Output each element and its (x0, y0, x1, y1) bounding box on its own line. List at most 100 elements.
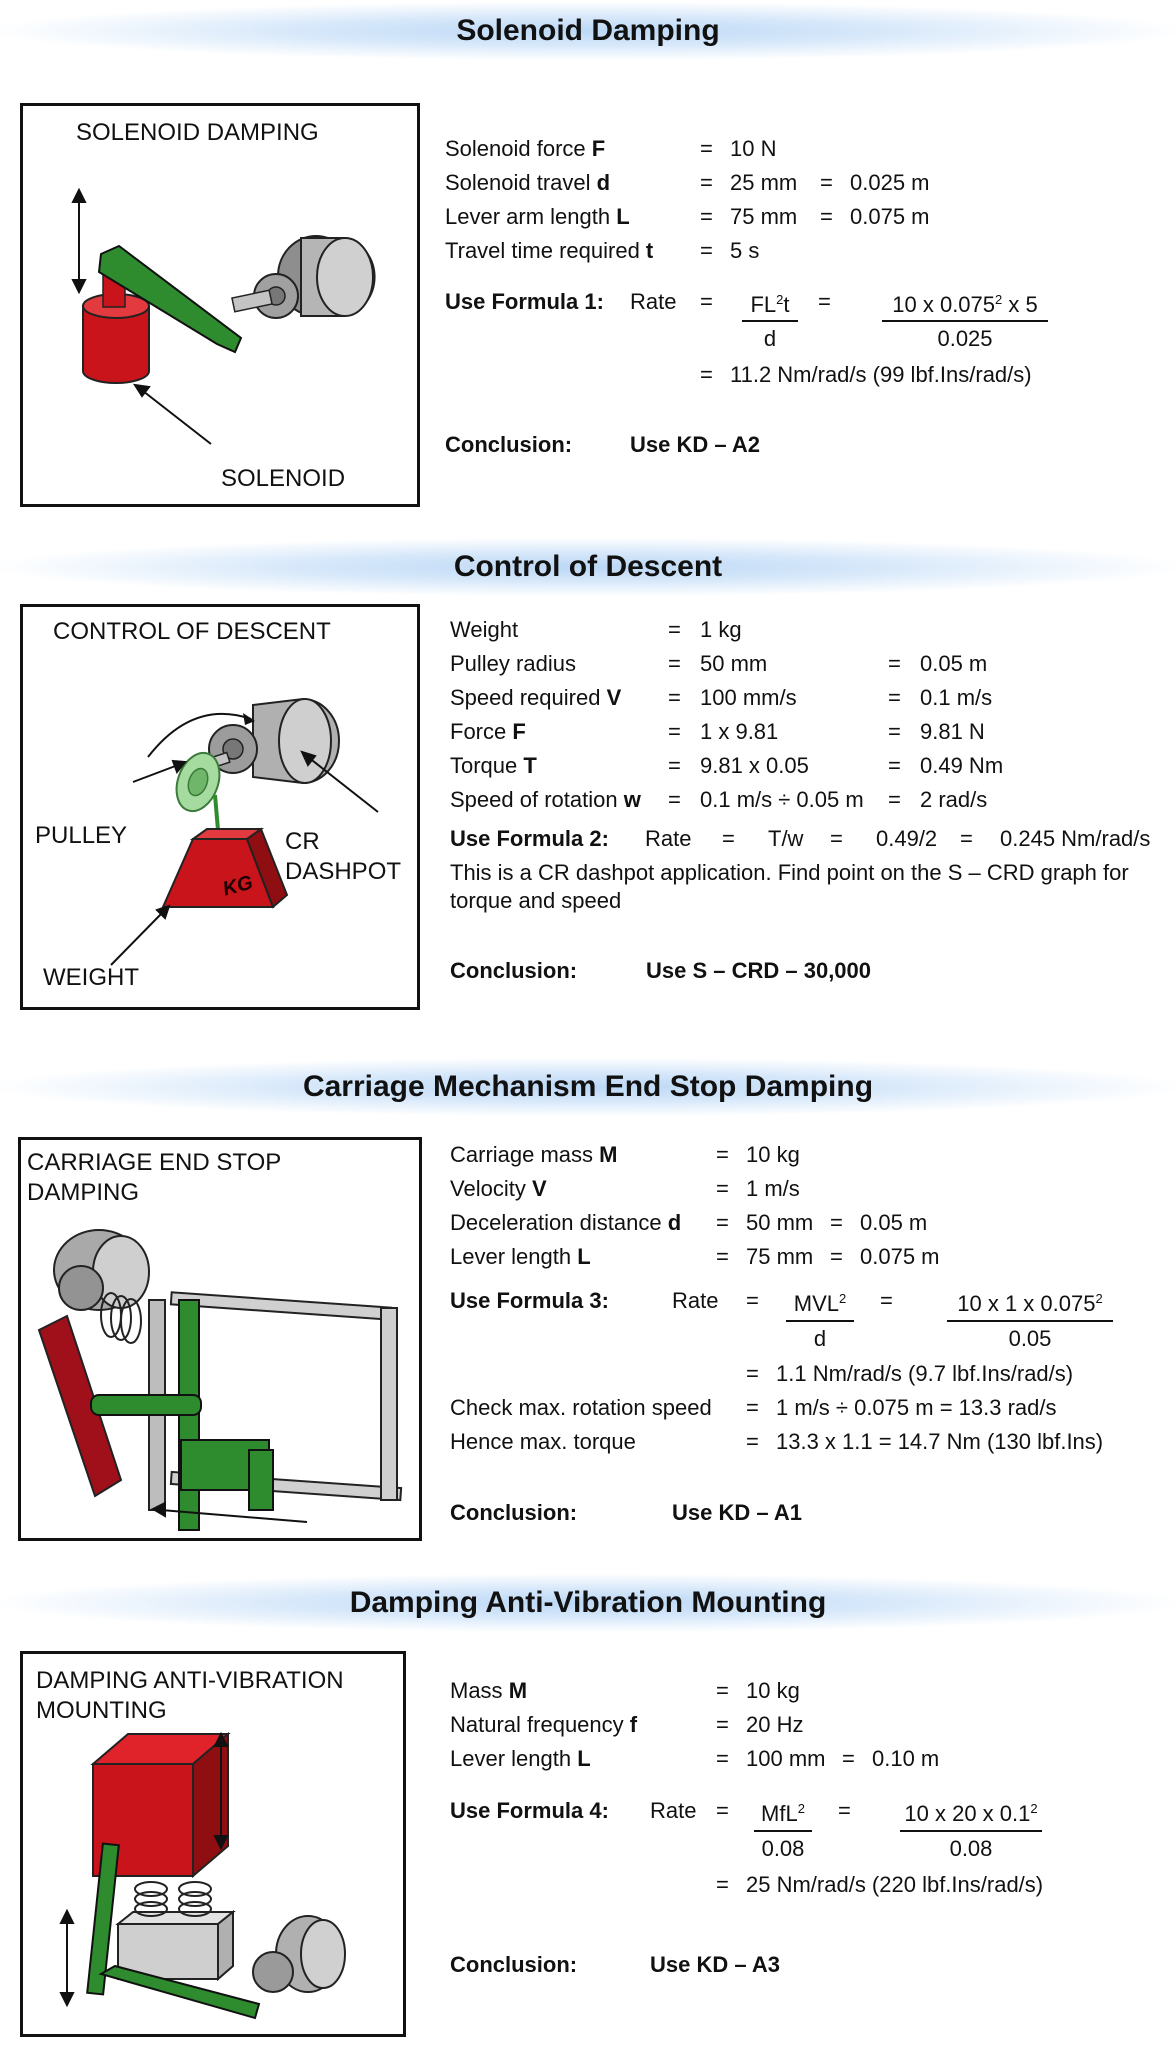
row-eq: = (820, 204, 833, 229)
pulley-icon (175, 751, 221, 813)
formula-eq: = (746, 1288, 759, 1313)
row-value: 50 mm (700, 651, 768, 676)
spring-icon (134, 1881, 212, 1917)
conclusion-label: Conclusion: (450, 958, 578, 983)
row-value-si: 0.075 m (850, 204, 930, 229)
panel-title: MOUNTING (36, 1697, 167, 1724)
formula-eq: = (722, 826, 735, 851)
row-eq: = (700, 238, 713, 263)
row-eq: = (888, 719, 901, 744)
hence-eq: = (746, 1429, 759, 1454)
row-value: 25 mm (730, 170, 798, 195)
row-value: 50 mm (746, 1210, 814, 1235)
cr-dashpot-icon (197, 697, 340, 785)
row-label: Pulley radius (450, 651, 576, 676)
row-value: 10 kg (746, 1678, 800, 1703)
row-eq: = (888, 787, 901, 812)
row-label: Weight (450, 617, 519, 642)
formula-eq: = (830, 826, 843, 851)
row-eq: = (668, 685, 681, 710)
spring-icon (100, 1292, 142, 1344)
figure-panel-solenoid: SOLENOID DAMPING SOLENOI (20, 103, 420, 507)
row-eq: = (716, 1712, 729, 1737)
solenoid-label: SOLENOID (221, 465, 346, 492)
solenoid-body-icon (82, 270, 150, 384)
row-eq: = (842, 1746, 855, 1771)
figure-panel-descent: CONTROL OF DESCENT (20, 604, 420, 1010)
dashpot-pointer-icon (307, 756, 379, 813)
lever-arm-icon (37, 1314, 123, 1498)
figure-panel-carriage: CARRIAGE END STOP DAMPING (18, 1137, 422, 1541)
row-eq: = (716, 1678, 729, 1703)
fraction-bar (754, 1830, 812, 1832)
formula-result: 11.2 Nm/rad/s (99 lbf.Ins/rad/s) (730, 362, 1032, 387)
check-value: 1 m/s ÷ 0.075 m = 13.3 rad/s (776, 1395, 1057, 1420)
weight-label: WEIGHT (43, 964, 139, 991)
travel-arrow-icon (71, 187, 87, 295)
conclusion-value: Use S – CRD – 30,000 (646, 958, 872, 983)
row-value-si: 0.49 Nm (920, 753, 1004, 778)
formula-eq: = (880, 1288, 893, 1313)
row-eq: = (888, 753, 901, 778)
row-label: Velocity V (450, 1176, 547, 1201)
row-label: Solenoid force F (445, 136, 606, 161)
damper-motor-icon (53, 1229, 150, 1311)
damper-motor-icon (231, 235, 376, 319)
formula-eq: = (716, 1872, 729, 1897)
row-value: 0.1 m/s ÷ 0.05 m (700, 787, 864, 812)
panel-title: DAMPING (27, 1179, 140, 1206)
row-eq: = (888, 651, 901, 676)
row-label: Torque T (450, 753, 537, 778)
rotation-arrow-icon (147, 712, 252, 758)
row-value-si: 9.81 N (920, 719, 985, 744)
row-label: Lever arm length L (445, 204, 630, 229)
row-value-si: 0.05 m (920, 651, 988, 676)
formula-numerator: MVL2 (793, 1291, 847, 1316)
conclusion-label: Conclusion: (450, 1952, 578, 1977)
row-label: Deceleration distance d (450, 1210, 682, 1235)
formula-eq: = (700, 362, 713, 387)
formula-label: Use Formula 3: (450, 1288, 609, 1313)
row-value: 10 N (730, 136, 777, 161)
panel-title: DAMPING ANTI-VIBRATION (36, 1667, 344, 1694)
row-label: Speed required V (450, 685, 622, 710)
fraction-bar (882, 320, 1048, 322)
note-text: torque and speed (450, 888, 622, 913)
row-value: 1 kg (700, 617, 742, 642)
formula-value-denominator: 0.05 (1008, 1326, 1052, 1351)
row-value: 100 mm (746, 1746, 826, 1771)
formula-eq: = (746, 1361, 759, 1386)
section-title: Control of Descent (453, 550, 723, 583)
formula-rate: Rate (672, 1288, 719, 1313)
fraction-bar (742, 320, 798, 322)
formula-eq: = (838, 1798, 851, 1823)
fraction-bar (786, 1320, 854, 1322)
formula-expr: T/w (768, 826, 804, 851)
formula-denominator: d (813, 1326, 827, 1351)
row-eq: = (888, 685, 901, 710)
note-text: This is a CR dashpot application. Find p… (450, 860, 1129, 885)
vertical-motion-arrow-icon (59, 1731, 229, 2008)
formula-rate: Rate (630, 289, 677, 314)
row-eq: = (668, 719, 681, 744)
hence-label: Hence max. torque (450, 1429, 636, 1454)
row-label: Lever length L (450, 1746, 591, 1771)
row-value-si: 2 rad/s (920, 787, 988, 812)
row-label: Lever length L (450, 1244, 591, 1269)
row-value-si: 0.10 m (872, 1746, 940, 1771)
section-header-carriage: Carriage Mechanism End Stop Damping (0, 1058, 1176, 1116)
formula-eq: = (960, 826, 973, 851)
row-value-si: 0.1 m/s (920, 685, 993, 710)
fraction-bar (900, 1830, 1042, 1832)
row-label: Mass M (450, 1678, 528, 1703)
row-eq: = (716, 1244, 729, 1269)
formula-denominator: d (763, 326, 777, 351)
row-eq: = (716, 1142, 729, 1167)
formula-value-numerator: 10 x 0.0752 x 5 (892, 292, 1038, 317)
carriage-illustration (37, 1229, 403, 1531)
fraction-bar (947, 1320, 1113, 1322)
formula-rate: Rate (650, 1798, 697, 1823)
dashpot-label: DASHPOT (285, 858, 402, 885)
figure-panel-anti-vibration: DAMPING ANTI-VIBRATION MOUNTING (20, 1651, 406, 2037)
hence-value: 13.3 x 1.1 = 14.7 Nm (130 lbf.Ins) (776, 1429, 1104, 1454)
